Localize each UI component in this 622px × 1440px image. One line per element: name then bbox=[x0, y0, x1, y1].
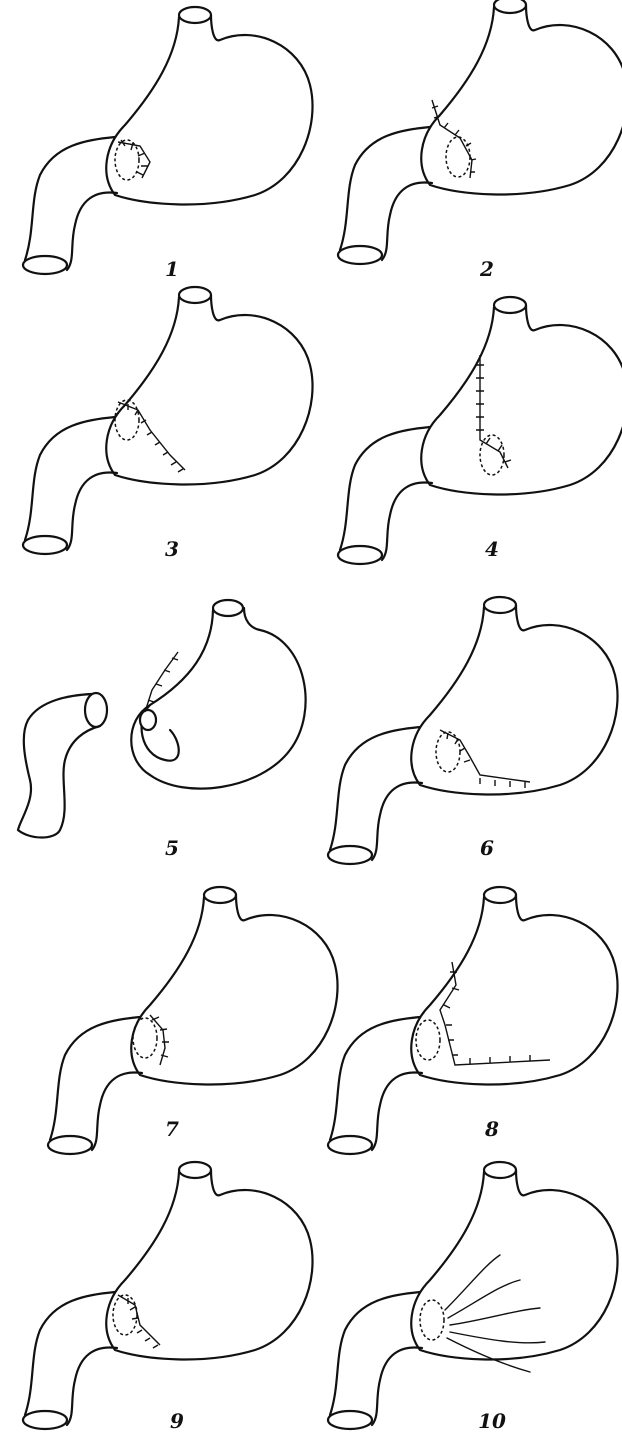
anastomosis-ring bbox=[416, 1020, 440, 1060]
panel-label: 4 bbox=[485, 537, 499, 561]
panel-label: 5 bbox=[165, 836, 179, 860]
anastomosis-ring bbox=[446, 137, 470, 177]
stomach-drawing bbox=[328, 1162, 618, 1429]
panel-6: 6 bbox=[328, 597, 618, 864]
suture-line bbox=[440, 730, 530, 788]
suture-line bbox=[145, 652, 178, 712]
panel-label: 7 bbox=[165, 1117, 179, 1141]
panel-label: 8 bbox=[484, 1117, 499, 1141]
stomach-drawing bbox=[23, 287, 313, 554]
anastomosis-ring bbox=[480, 435, 504, 475]
duodenum-end bbox=[85, 693, 107, 727]
panel-3: 3 bbox=[23, 287, 313, 561]
suture-line bbox=[432, 100, 476, 178]
suture-line bbox=[118, 140, 150, 178]
anastomosis-ring bbox=[115, 140, 139, 180]
suture-line bbox=[118, 1295, 160, 1348]
anastomosis-ring bbox=[420, 1300, 444, 1340]
panel-5: 5 bbox=[18, 600, 306, 860]
panel-9: 9 bbox=[23, 1162, 313, 1433]
stomach-drawing bbox=[48, 887, 338, 1154]
panel-8: 8 bbox=[328, 887, 618, 1154]
panel-label: 3 bbox=[165, 537, 179, 561]
suture-line bbox=[440, 962, 550, 1065]
panel-4: 4 bbox=[338, 297, 622, 564]
pylorus-opening bbox=[140, 710, 156, 730]
suture-line bbox=[476, 355, 511, 468]
radiating-folds bbox=[445, 1255, 545, 1372]
anastomosis-ring bbox=[113, 1295, 137, 1335]
panel-label: 6 bbox=[480, 836, 494, 860]
panel-1: 1 bbox=[23, 7, 313, 281]
panel-2: 2 bbox=[338, 0, 622, 281]
panel-10: 10 bbox=[328, 1162, 618, 1433]
stomach-drawing bbox=[23, 7, 313, 274]
stomach-drawing bbox=[328, 597, 618, 864]
panel-label: 9 bbox=[170, 1409, 184, 1433]
stomach-outline bbox=[131, 608, 305, 789]
suture-line bbox=[118, 402, 185, 472]
panel-label: 1 bbox=[165, 257, 179, 281]
panel-7: 7 bbox=[48, 887, 338, 1154]
stomach-drawing bbox=[338, 0, 622, 264]
panel-label: 10 bbox=[478, 1409, 506, 1433]
panel-label: 2 bbox=[479, 257, 494, 281]
stomach-drawing bbox=[23, 1162, 313, 1429]
esophagus-ring bbox=[213, 600, 243, 616]
stomach-drawing bbox=[328, 887, 618, 1154]
